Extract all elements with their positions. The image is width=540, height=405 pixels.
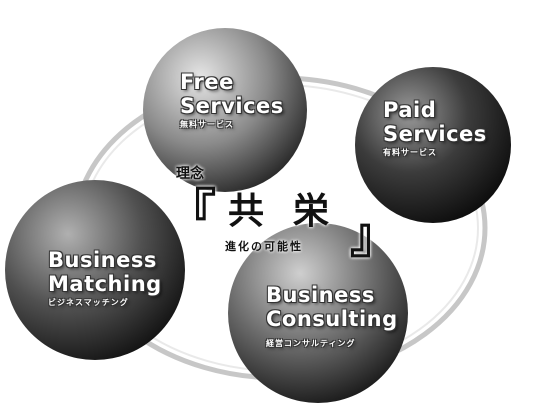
free-services-label: Free Services 無料サービス: [180, 72, 284, 129]
sphere-paid-services: [355, 67, 511, 223]
paid-services-label: Paid Services 有料サービス: [383, 100, 487, 157]
open-bracket: 『: [168, 184, 217, 240]
center-tagline: 進化の可能性: [225, 240, 303, 253]
paid-services-line1: Paid: [383, 98, 437, 122]
sphere-business-matching: [5, 180, 185, 360]
paid-services-sub: 有料サービス: [383, 148, 437, 157]
paid-services-line2: Services: [383, 122, 487, 146]
business-consulting-sub: 経営コンサルティング: [266, 339, 356, 348]
sphere-business-consulting: [228, 223, 408, 403]
free-services-sub: 無料サービス: [180, 120, 234, 129]
free-services-line2: Services: [180, 94, 284, 118]
business-matching-line2: Matching: [48, 272, 162, 296]
center-kanji-2: 栄: [293, 190, 330, 232]
business-consulting-line1: Business: [266, 283, 375, 307]
close-bracket: 』: [350, 208, 399, 264]
business-matching-line1: Business: [48, 248, 157, 272]
center-kanji-1: 共: [228, 190, 265, 232]
philosophy-label: 理念: [176, 166, 204, 182]
business-matching-label: Business Matching ビジネスマッチング: [48, 250, 162, 307]
business-matching-sub: ビジネスマッチング: [48, 298, 129, 307]
free-services-line1: Free: [180, 70, 234, 94]
sphere-free-services: [143, 28, 307, 192]
business-consulting-line2: Consulting: [266, 307, 398, 331]
business-consulting-label: Business Consulting 経営コンサルティング: [266, 285, 398, 348]
